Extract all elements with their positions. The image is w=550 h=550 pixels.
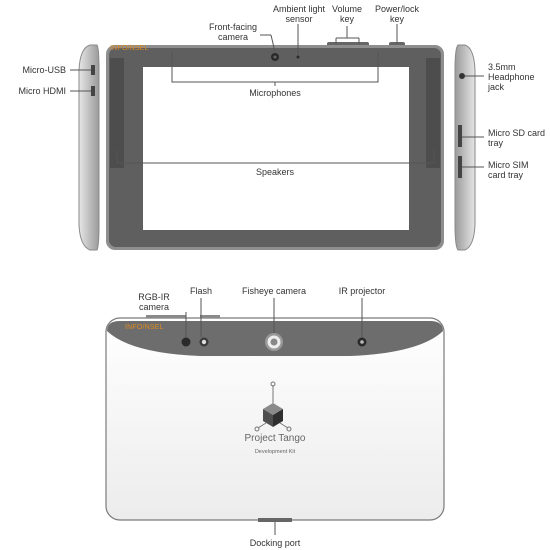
micro-usb-label: Micro-USB	[22, 65, 66, 75]
micro-hdmi-port	[91, 86, 95, 96]
ambient-sensor-dot	[296, 55, 300, 59]
ir-projector-label: IR projector	[338, 286, 386, 296]
front-view	[106, 24, 444, 250]
micro-usb-port	[91, 65, 95, 75]
micro-sim-tray	[458, 156, 462, 178]
left-side-profile	[70, 44, 100, 251]
front-stamp: INFO/NSEL	[110, 45, 149, 52]
flash-label: Flash	[189, 286, 212, 296]
project-tango-logo-icon	[254, 381, 292, 432]
project-tango-subtitle: Development Kit	[254, 449, 296, 455]
front-screen	[143, 67, 409, 230]
rgb-ir-camera-label: RGB-IR camera	[138, 292, 170, 312]
right-side-profile	[454, 44, 484, 251]
headphone-jack-port	[459, 73, 465, 79]
back-stamp: INFO/NSEL	[125, 324, 164, 331]
micro-hdmi-label: Micro HDMI	[18, 86, 67, 96]
rgb-ir-camera-lens	[181, 337, 191, 347]
ambient-sensor-label: Ambient light sensor	[272, 4, 326, 24]
fisheye-camera-label: Fisheye camera	[241, 286, 307, 296]
micro-sim-label: Micro SIM card tray	[488, 160, 529, 180]
docking-port-slot	[258, 518, 292, 522]
speakers-label: Speakers	[255, 167, 295, 177]
microphones-label: Microphones	[249, 88, 301, 98]
volume-key-label: Volume key	[331, 4, 363, 24]
back-view	[105, 298, 445, 535]
front-camera-label: Front-facing camera	[208, 22, 258, 42]
micro-sd-label: Micro SD card tray	[488, 128, 546, 148]
headphone-jack-label: 3.5mm Headphone jack	[488, 62, 535, 92]
micro-sd-tray	[458, 125, 462, 147]
project-tango-title: Project Tango	[244, 433, 306, 444]
power-key-label: Power/lock key	[374, 4, 419, 24]
docking-port-label: Docking port	[249, 538, 301, 548]
